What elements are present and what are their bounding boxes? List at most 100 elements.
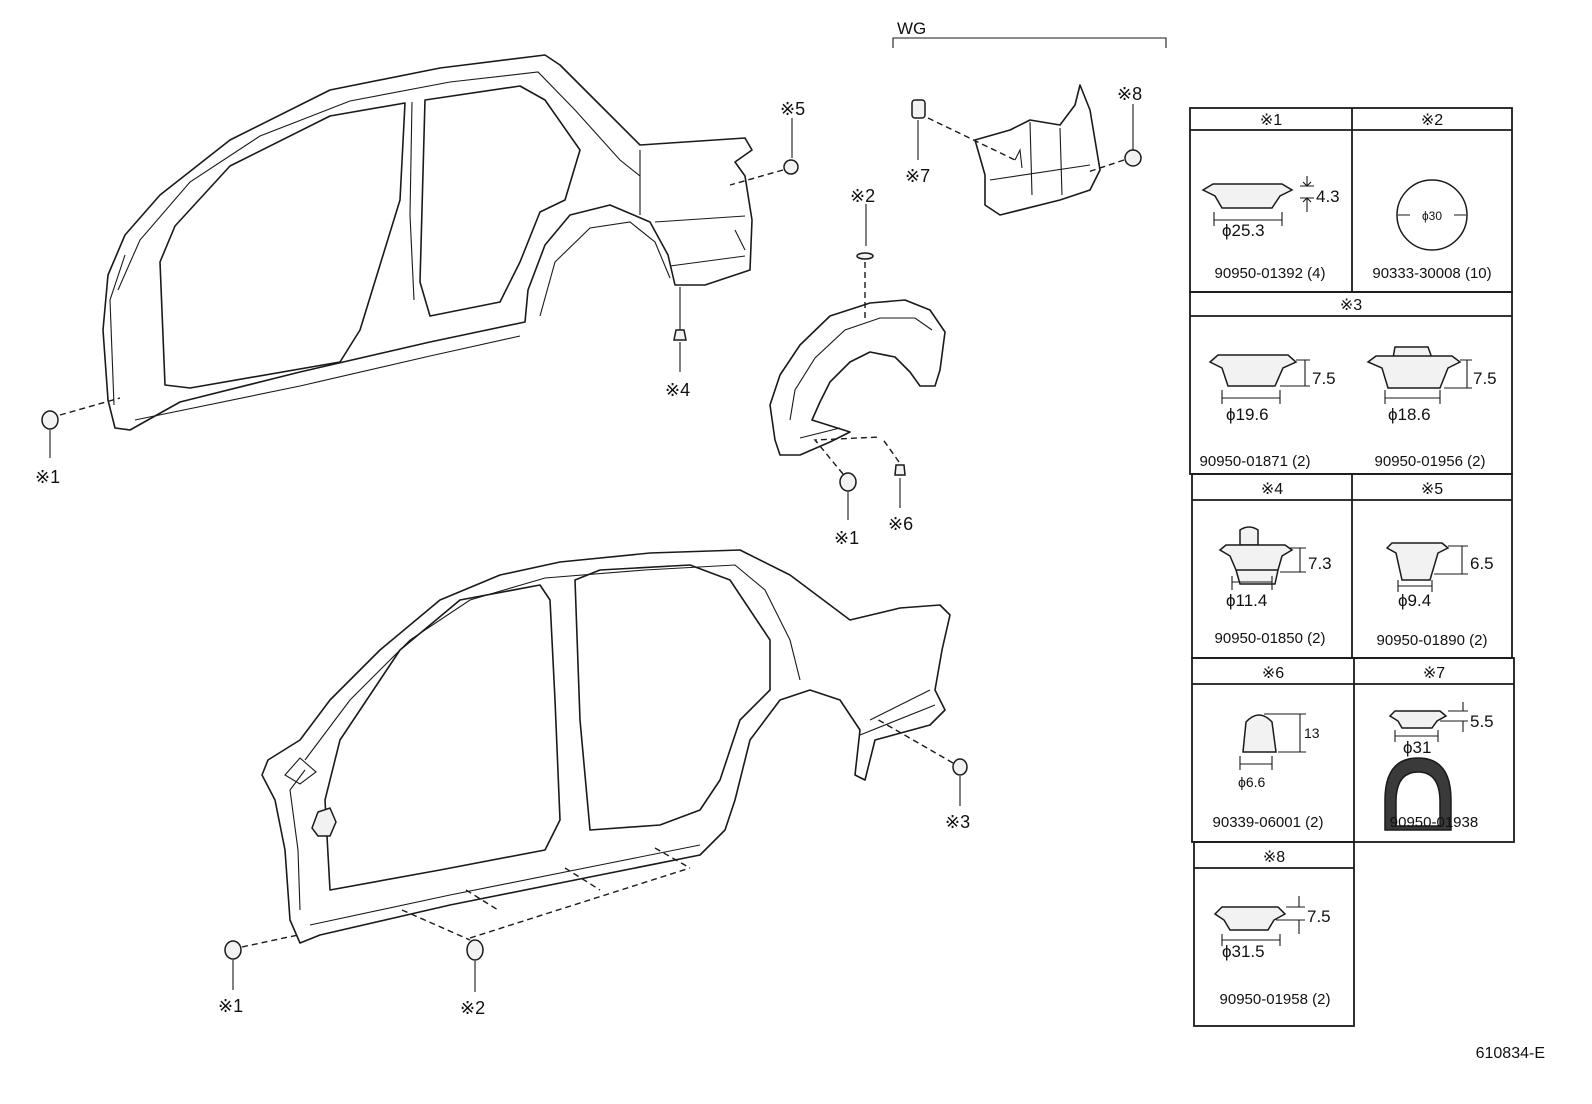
callout-8: ※8 (1117, 84, 1142, 104)
part-5-dia-dim (1397, 580, 1433, 592)
grommet-3 (952, 758, 968, 776)
part-6-diameter: ϕ6.6 (1238, 774, 1266, 790)
grommet-5 (783, 159, 799, 175)
wg-bracket-line (892, 37, 1167, 48)
part-1-height-dim (1300, 176, 1314, 212)
part-3a-number: 90950-01871 (2) (1200, 453, 1311, 470)
part-4-grommet-bump (1239, 526, 1259, 546)
callout-5: ※5 (780, 99, 805, 119)
fasteners (41, 118, 968, 992)
upper-wheel-arch-inner (539, 221, 671, 317)
lower-a-pillar-gusset (284, 757, 317, 785)
part-7-height-dim (1440, 702, 1468, 732)
lower-body-outline (261, 549, 951, 944)
part-3a-grommet (1208, 354, 1298, 387)
leader-3 (874, 717, 954, 764)
part-3a-height: 7.5 (1312, 369, 1336, 388)
grommet-1-center (839, 472, 857, 492)
part-1-cell: 4.3 ϕ25.3 90950-01392 (4) (1201, 176, 1340, 282)
part-7-dia-dim (1394, 730, 1439, 742)
leader-8 (1087, 159, 1125, 173)
lower-rear-door-opening (574, 564, 771, 831)
part-1-height: 4.3 (1316, 187, 1340, 206)
part-6-height-dim (1264, 713, 1306, 753)
part-5-height: 6.5 (1470, 554, 1494, 573)
part-8-number: 90950-01958 (2) (1220, 991, 1331, 1008)
part-4-dia-dim (1231, 576, 1273, 590)
lower-front-door-opening (324, 584, 561, 891)
wg-quarter-detail (989, 121, 1091, 196)
grommet-4 (673, 329, 687, 341)
table-row-4-header-line (1192, 658, 1514, 842)
lower-fuel-lid-recess (311, 807, 337, 837)
callout-4: ※4 (665, 380, 690, 400)
part-3b-dia-dim (1384, 390, 1441, 404)
part-7-diameter: ϕ31 (1403, 738, 1431, 757)
part-2-cell: ϕ30 90333-30008 (10) (1372, 179, 1492, 282)
part-4-height: 7.3 (1308, 554, 1332, 573)
part-8-dia-dim (1221, 934, 1281, 946)
upper-sill-line (134, 335, 521, 421)
part-8-cell: 7.5 ϕ31.5 90950-01958 (2) (1213, 896, 1331, 1008)
callout-1-bottom: ※1 (218, 996, 243, 1016)
leader-1-center (813, 436, 881, 475)
wg-quarter-piece (974, 84, 1101, 216)
leader-7 (927, 117, 1016, 161)
lower-quarter-line (859, 689, 936, 736)
header-3: ※3 (1340, 297, 1362, 314)
part-5-cell: 6.5 ϕ9.4 90950-01890 (2) (1377, 542, 1494, 649)
callout-3: ※3 (945, 812, 970, 832)
part-3b-height-dim (1444, 359, 1472, 389)
part-8-height: 7.5 (1307, 907, 1331, 926)
upper-b-pillar-line (409, 101, 415, 301)
part-7-number: 90950-01938 (1390, 814, 1478, 831)
part-1-number: 90950-01392 (4) (1215, 265, 1326, 282)
part-8-diameter: ϕ31.5 (1222, 942, 1265, 961)
header-7: ※7 (1423, 665, 1445, 682)
callout-6: ※6 (888, 514, 913, 534)
parts-table: ※1 ※2 4.3 ϕ25.3 90950-01392 (4) ϕ30 9033… (1189, 107, 1515, 1027)
part-7-seal-inner (1395, 771, 1441, 827)
plug-2-top (856, 252, 874, 260)
leader-5 (729, 169, 784, 186)
part-1-grommet (1201, 183, 1294, 209)
part-3b-cell: 7.5 ϕ18.6 90950-01956 (2) (1366, 346, 1497, 470)
part-4-cell: 7.3 ϕ11.4 90950-01850 (2) (1215, 526, 1332, 647)
part-3a-cell: 7.5 ϕ19.6 90950-01871 (2) (1200, 354, 1336, 470)
upper-body-outline (102, 54, 753, 431)
wheel-house-panel (769, 299, 946, 456)
grommet-1-left (41, 410, 59, 430)
part-3a-height-dim (1280, 359, 1310, 387)
leader-2-bottom (401, 847, 691, 941)
part-7-cell: 5.5 ϕ31 90950-01938 (1384, 702, 1494, 831)
part-7-height: 5.5 (1470, 712, 1494, 731)
callout-7: ※7 (905, 166, 930, 186)
part-1-diameter: ϕ25.3 (1222, 221, 1265, 240)
upper-roof-rail-line (117, 71, 641, 291)
part-1-dia-dim (1213, 212, 1283, 226)
upper-a-pillar-line (109, 254, 126, 406)
part-5-diameter: ϕ9.4 (1398, 591, 1431, 610)
part-8-height-dim (1276, 896, 1305, 934)
part-3b-height: 7.5 (1473, 369, 1497, 388)
lower-a-pillar-line (289, 769, 306, 911)
callout-labels: ※5 ※2 ※8 ※7 ※4 ※1 ※1 ※6 ※3 ※1 ※2 (35, 84, 1142, 1018)
part-3a-dia-dim (1221, 390, 1281, 404)
part-6-height: 13 (1304, 725, 1320, 741)
part-4-height-dim (1280, 547, 1306, 573)
part-6-cell: 13 ϕ6.6 90339-06001 (2) (1213, 713, 1323, 831)
plug-2-bottom (466, 939, 484, 961)
part-4-number: 90950-01850 (2) (1215, 630, 1326, 647)
figure-code: 610834-E (1476, 1045, 1545, 1062)
part-3a-diameter: ϕ19.6 (1226, 405, 1269, 424)
lower-sill-line (309, 844, 701, 926)
plug-6 (894, 464, 906, 476)
leader-1-left (59, 397, 121, 416)
header-8: ※8 (1263, 849, 1285, 866)
part-6-dia-dim (1239, 756, 1273, 770)
part-8-grommet (1213, 906, 1287, 931)
table-row-5 (1193, 841, 1355, 1027)
part-3b-grommet (1366, 355, 1462, 389)
